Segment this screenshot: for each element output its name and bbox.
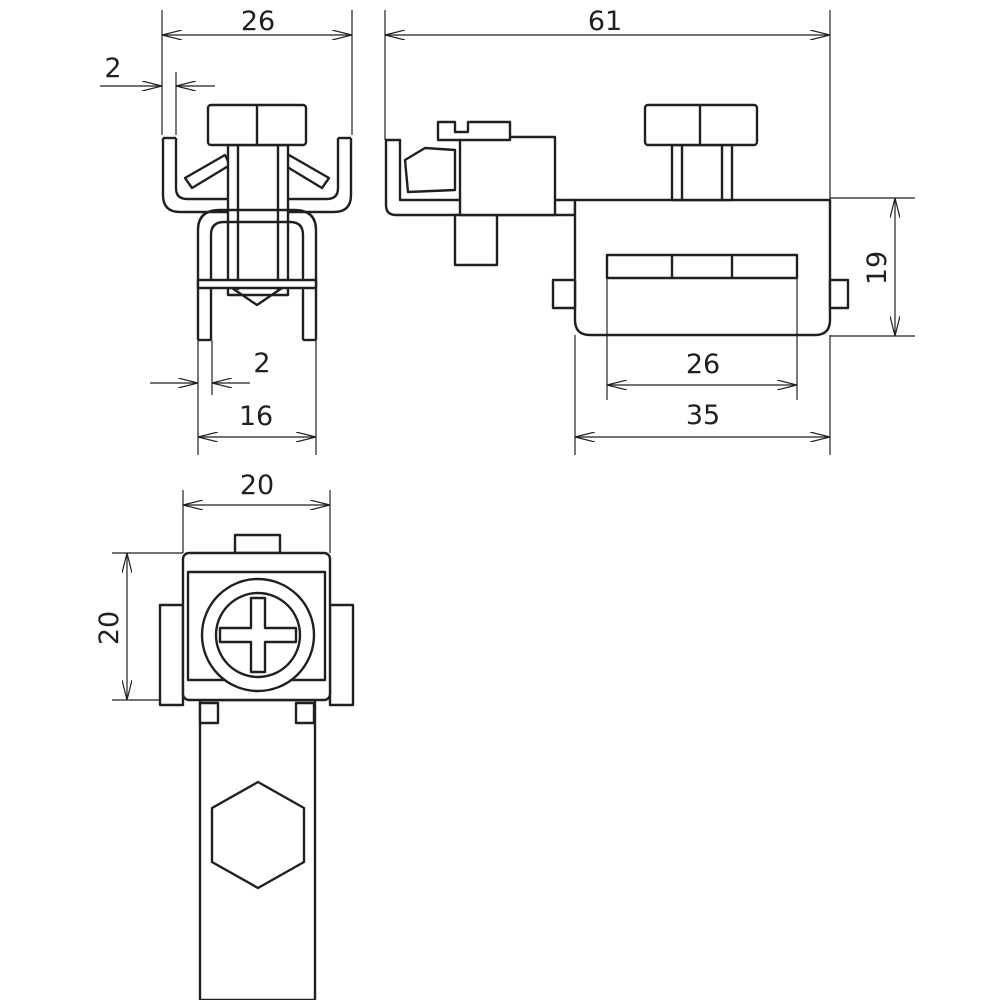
slot (605, 253, 799, 280)
dim-label-bottom-height: 20 (94, 611, 125, 645)
dim-label-side-slot: 26 (686, 349, 720, 380)
dim-label-side-height: 19 (862, 251, 893, 285)
dim-label-front-clip-width: 16 (239, 401, 273, 432)
front-view: 26 2 2 16 (100, 6, 353, 455)
dim-label-front-width: 26 (241, 6, 275, 37)
dim-label-front-clip: 2 (253, 348, 270, 379)
bottom-view: 20 20 (94, 470, 355, 1000)
side-view: 61 19 26 35 (384, 6, 915, 455)
pin (453, 213, 499, 267)
hex-nut (210, 780, 306, 890)
dim-label-front-wall: 2 (104, 53, 121, 84)
dim-label-bottom-width: 20 (240, 470, 274, 501)
phillips-cross-icon (218, 596, 298, 674)
dim-label-side-length: 61 (588, 6, 622, 37)
dim-label-side-body: 35 (686, 400, 720, 431)
